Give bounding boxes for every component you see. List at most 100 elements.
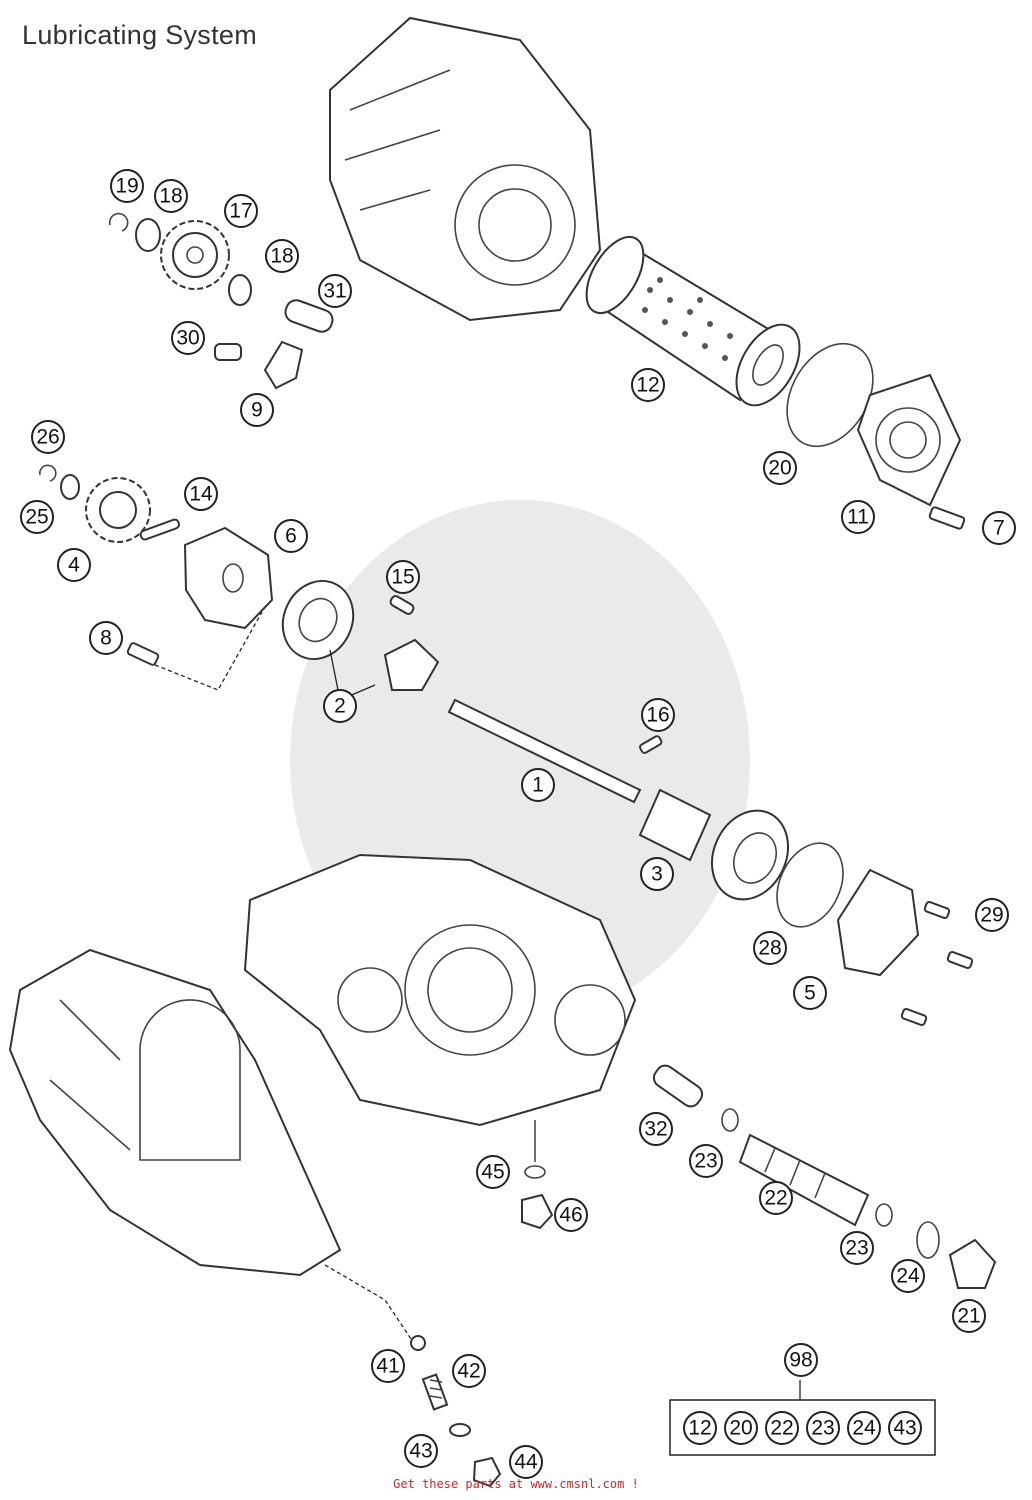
callout-label: 15: [391, 566, 414, 589]
callout-18[interactable]: 18: [154, 179, 188, 213]
callout-label: 8: [100, 627, 112, 650]
callout-label: 43: [409, 1440, 432, 1463]
oring-23b: [875, 1203, 893, 1227]
page-title: Lubricating System: [22, 20, 258, 50]
kit-item-label: 20: [729, 1417, 752, 1440]
callout-label: 16: [646, 704, 669, 727]
callout-label: 42: [457, 1360, 480, 1383]
kit-item-label: 22: [770, 1417, 793, 1440]
callout-98[interactable]: 98: [784, 1343, 818, 1377]
callout-18[interactable]: 18: [265, 239, 299, 273]
callout-15[interactable]: 15: [386, 560, 420, 594]
callout-26[interactable]: 26: [31, 420, 65, 454]
ball-41: [410, 1335, 426, 1351]
callout-32[interactable]: 32: [639, 1112, 673, 1146]
footer-source-link[interactable]: Get these parts at www.cmsnl.com !: [393, 1477, 639, 1491]
callout-43[interactable]: 43: [404, 1434, 438, 1468]
callout-1[interactable]: 1: [521, 768, 555, 802]
plate-9: [263, 340, 304, 390]
filter-cover: [856, 373, 962, 507]
kit-item-23[interactable]: 23: [806, 1411, 840, 1445]
plug-44: [472, 1456, 502, 1488]
oil-filter: [585, 236, 801, 407]
bolt-8: [126, 611, 263, 691]
callout-label: 6: [285, 525, 297, 548]
callout-23[interactable]: 23: [689, 1144, 723, 1178]
oring-23a: [721, 1108, 739, 1132]
pin-31: [284, 299, 334, 333]
callout-label: 18: [159, 185, 182, 208]
callout-44[interactable]: 44: [509, 1445, 543, 1479]
callout-30[interactable]: 30: [171, 321, 205, 355]
callout-22[interactable]: 22: [759, 1181, 793, 1215]
pin-30: [214, 343, 242, 361]
spring-42: [421, 1373, 449, 1411]
callout-21[interactable]: 21: [952, 1299, 986, 1333]
callout-24[interactable]: 24: [891, 1259, 925, 1293]
strainer-22: [738, 1133, 870, 1227]
callout-16[interactable]: 16: [641, 698, 675, 732]
callout-label: 11: [847, 506, 869, 529]
crankcase-left: [8, 948, 416, 1346]
pump-rotor-3: [638, 788, 789, 901]
screws-29: [900, 901, 974, 1026]
washer-43: [449, 1423, 471, 1437]
kit-item-24[interactable]: 24: [847, 1411, 881, 1445]
callout-label: 5: [804, 982, 816, 1005]
kit-item-43[interactable]: 43: [888, 1411, 922, 1445]
gear-4: [85, 477, 151, 543]
gear-17: [160, 220, 230, 290]
callout-29[interactable]: 29: [975, 898, 1009, 932]
callout-25[interactable]: 25: [20, 500, 54, 534]
callout-46[interactable]: 46: [554, 1198, 588, 1232]
callout-20[interactable]: 20: [763, 451, 797, 485]
callout-11[interactable]: 11: [841, 500, 875, 534]
pump-cover-5: [836, 868, 920, 977]
kit-item-label: 23: [811, 1417, 834, 1440]
callout-label: 20: [768, 457, 791, 480]
callout-label: 14: [189, 483, 213, 506]
callout-12[interactable]: 12: [631, 368, 665, 402]
callout-9[interactable]: 9: [240, 393, 274, 427]
callout-4[interactable]: 4: [57, 548, 91, 582]
kit-item-22[interactable]: 22: [765, 1411, 799, 1445]
callout-label: 7: [993, 517, 1005, 540]
callout-5[interactable]: 5: [793, 976, 827, 1010]
callout-label: 28: [758, 937, 781, 960]
callout-6[interactable]: 6: [274, 519, 308, 553]
callout-45[interactable]: 45: [476, 1155, 510, 1189]
callout-8[interactable]: 8: [89, 621, 123, 655]
bolt-7: [928, 506, 966, 530]
callout-label: 24: [896, 1265, 920, 1288]
callout-23[interactable]: 23: [840, 1231, 874, 1265]
callout-7[interactable]: 7: [982, 511, 1016, 545]
callout-label: 1: [532, 774, 544, 797]
callout-17[interactable]: 17: [224, 194, 258, 228]
kit-item-12[interactable]: 12: [683, 1411, 717, 1445]
kit-item-label: 24: [852, 1417, 876, 1440]
crankcase-upper: [329, 16, 602, 322]
callout-14[interactable]: 14: [184, 477, 218, 511]
callout-3[interactable]: 3: [640, 857, 674, 891]
pin-15: [389, 595, 415, 615]
callout-label: 4: [68, 554, 80, 577]
callout-label: 31: [323, 280, 346, 303]
callout-31[interactable]: 31: [318, 274, 352, 308]
kit-item-20[interactable]: 20: [724, 1411, 758, 1445]
washer-18a: [135, 218, 161, 252]
callout-label: 22: [764, 1187, 787, 1210]
callout-label: 41: [376, 1355, 399, 1378]
callout-label: 26: [36, 426, 59, 449]
callout-label: 12: [636, 374, 659, 397]
callout-label: 9: [251, 399, 263, 422]
kit-item-label: 43: [893, 1417, 916, 1440]
callout-41[interactable]: 41: [371, 1349, 405, 1383]
callout-2[interactable]: 2: [323, 689, 357, 723]
callout-28[interactable]: 28: [753, 931, 787, 965]
pin-16: [639, 735, 663, 754]
pin-14: [139, 518, 181, 541]
callout-19[interactable]: 19: [110, 169, 144, 203]
callout-42[interactable]: 42: [452, 1354, 486, 1388]
